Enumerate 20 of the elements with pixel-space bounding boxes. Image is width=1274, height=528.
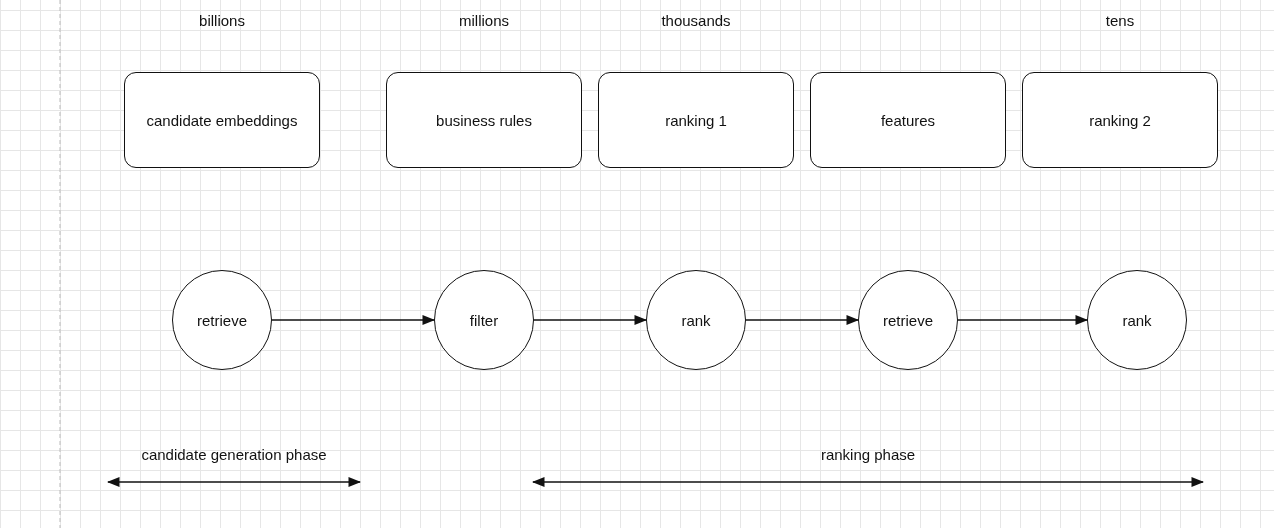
process-box: candidate embeddings	[124, 72, 320, 168]
process-box: features	[810, 72, 1006, 168]
arrow	[271, 314, 436, 326]
arrow	[957, 314, 1089, 326]
scale-label: tens	[1105, 12, 1135, 29]
scale-label: thousands	[661, 12, 731, 29]
step-circle: rank	[1087, 270, 1187, 370]
arrow	[533, 314, 648, 326]
process-box: business rules	[386, 72, 582, 168]
phase-label: candidate generation phase	[141, 446, 327, 463]
scale-label: millions	[459, 12, 509, 29]
scale-label: billions	[199, 12, 245, 29]
process-box: ranking 1	[598, 72, 794, 168]
arrow	[745, 314, 860, 326]
step-circle: retrieve	[858, 270, 958, 370]
step-circle: rank	[646, 270, 746, 370]
process-box: ranking 2	[1022, 72, 1218, 168]
step-circle: filter	[434, 270, 534, 370]
phase-label: ranking phase	[820, 446, 916, 463]
step-circle: retrieve	[172, 270, 272, 370]
